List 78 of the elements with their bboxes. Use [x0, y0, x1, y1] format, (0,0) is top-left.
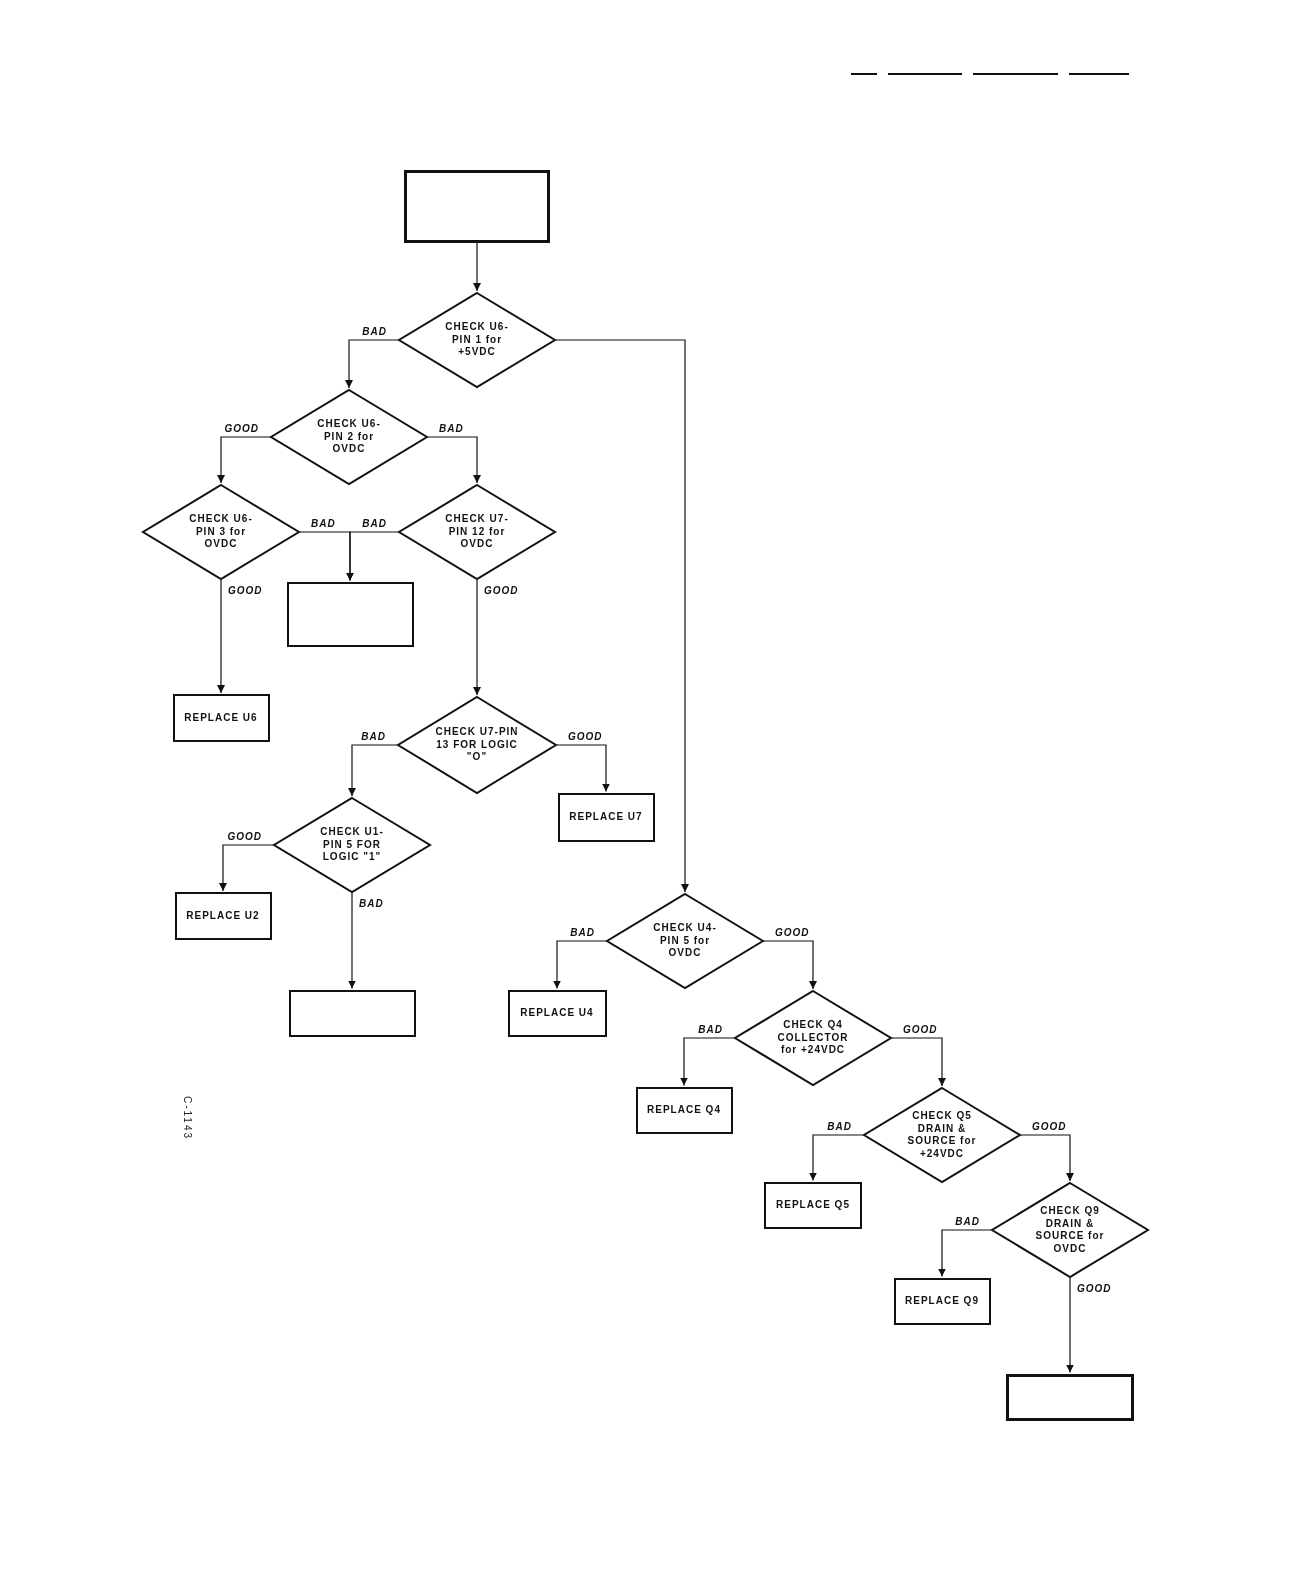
box-label: REPLACE Q5 [776, 1198, 850, 1212]
arrow [427, 436, 481, 484]
arrow [556, 744, 610, 793]
process-box [635, 1086, 733, 1134]
arrow [809, 1134, 864, 1182]
edge-label: GOOD [223, 423, 260, 434]
box-label: REPLACE U4 [520, 1006, 594, 1020]
diamond-label: CHECK U1-PIN 5 FOR LOGIC "1" [319, 826, 385, 864]
decision-diamond [398, 484, 556, 580]
edge-label: GOOD [227, 585, 264, 596]
arrow [1020, 1134, 1074, 1182]
edge-label: BAD [310, 518, 337, 529]
decision-diamond [398, 292, 556, 388]
box-label: REPLACE U7 [569, 810, 643, 824]
arrow [763, 940, 817, 990]
diamond-label: CHECK U4-PIN 5 for OVDC [652, 922, 718, 960]
process-box [288, 989, 416, 1037]
arrow [345, 339, 399, 389]
edge-label: GOOD [483, 585, 520, 596]
edge-label: GOOD [902, 1024, 939, 1035]
diamond-label: CHECK U6-PIN 3 for OVDC [188, 513, 254, 551]
edge-label: BAD [569, 927, 596, 938]
edge-label: BAD [358, 898, 385, 909]
decision-diamond [606, 893, 764, 989]
arrow [348, 892, 356, 990]
arrow [346, 531, 399, 582]
decision-diamond [991, 1182, 1149, 1278]
edge-label: GOOD [774, 927, 811, 938]
process-box [764, 1181, 862, 1229]
edge-label: BAD [360, 731, 387, 742]
process-box [174, 892, 272, 940]
arrow [555, 339, 689, 893]
arrow [219, 844, 274, 892]
arrow [553, 940, 607, 990]
diamond-label: CHECK Q4 COLLECTOR for +24VDC [776, 1019, 850, 1057]
figure-number: C-1143 [182, 1096, 193, 1141]
arrow [1066, 1277, 1074, 1374]
edge-label: BAD [361, 326, 388, 337]
arrow [348, 744, 398, 797]
decision-diamond [142, 484, 300, 580]
arrow [473, 241, 481, 292]
diamond-label: CHECK U7-PIN 13 FOR LOGIC "O" [435, 726, 519, 764]
diamond-label: CHECK Q5 DRAIN & SOURCE for +24VDC [906, 1110, 978, 1160]
decision-diamond [863, 1087, 1021, 1183]
edge-label: BAD [697, 1024, 724, 1035]
box-label: REPLACE Q9 [905, 1294, 979, 1308]
arrow [680, 1037, 735, 1087]
process-box [286, 581, 414, 647]
arrow [473, 579, 481, 696]
process-box [507, 989, 607, 1037]
process-box [1006, 1373, 1134, 1421]
process-box [172, 694, 270, 742]
arrow [891, 1037, 946, 1087]
edge-label: BAD [361, 518, 388, 529]
process-box [557, 792, 655, 842]
box-label: REPLACE U2 [186, 909, 260, 923]
edge-label: GOOD [226, 831, 263, 842]
edge-label: GOOD [567, 731, 604, 742]
decision-diamond [734, 990, 892, 1086]
edge-label: GOOD [1031, 1121, 1068, 1132]
decision-diamond [397, 696, 557, 794]
box-label: REPLACE U6 [184, 711, 258, 725]
process-box [404, 169, 550, 243]
box-label: REPLACE Q4 [647, 1103, 721, 1117]
edge-label: BAD [954, 1216, 981, 1227]
arrow [217, 579, 225, 694]
process-box [893, 1277, 991, 1325]
arrow [217, 436, 271, 484]
edge-label: BAD [826, 1121, 853, 1132]
diamond-label: CHECK U6-PIN 1 for +5VDC [444, 321, 510, 359]
diamond-label: CHECK U7-PIN 12 for OVDC [444, 513, 510, 551]
edge-label: GOOD [1076, 1283, 1113, 1294]
edge-label: BAD [438, 423, 465, 434]
decision-diamond [270, 389, 428, 485]
diamond-label: CHECK Q9 DRAIN & SOURCE for OVDC [1034, 1205, 1106, 1255]
decision-diamond [273, 797, 431, 893]
arrow [938, 1229, 992, 1278]
diamond-label: CHECK U6-PIN 2 for OVDC [316, 418, 382, 456]
